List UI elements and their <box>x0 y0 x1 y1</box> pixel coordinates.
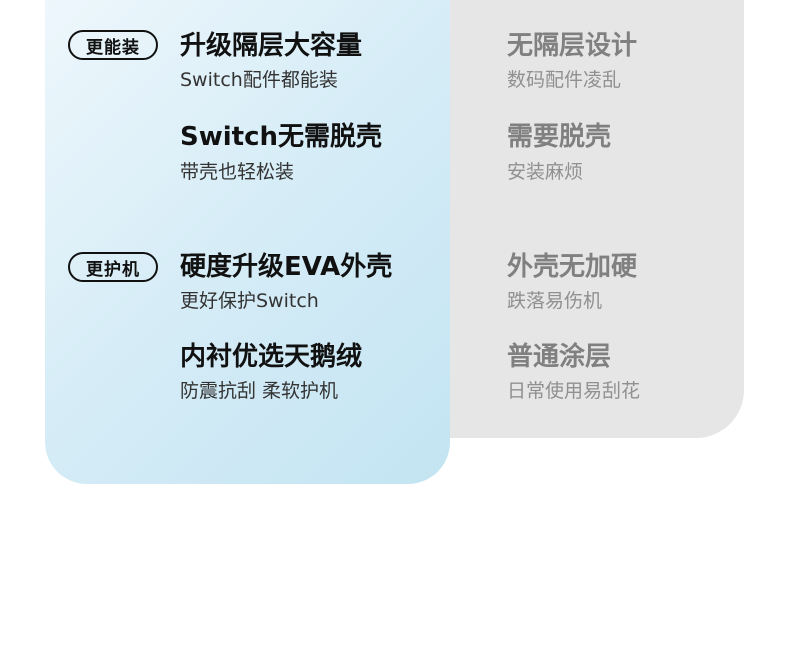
competitor-title: 无隔层设计 <box>507 31 638 61</box>
competitor-title: 普通涂层 <box>507 342 612 372</box>
competitor-subtitle: 安装麻烦 <box>507 161 584 183</box>
product-panel <box>45 0 450 484</box>
feature-title: 内衬优选天鹅绒 <box>180 342 363 372</box>
competitor-subtitle: 数码配件凌乱 <box>507 69 622 91</box>
badge-capacity: 更能装 <box>68 30 158 60</box>
badge-protection: 更护机 <box>68 252 158 282</box>
feature-subtitle: 更好保护Switch <box>180 290 319 312</box>
feature-title: Switch无需脱壳 <box>180 122 383 152</box>
competitor-panel <box>400 0 744 438</box>
feature-subtitle: 防震抗刮 柔软护机 <box>180 380 339 402</box>
competitor-title: 需要脱壳 <box>507 122 612 152</box>
feature-subtitle: 带壳也轻松装 <box>180 161 295 183</box>
competitor-subtitle: 跌落易伤机 <box>507 290 603 312</box>
feature-title: 硬度升级EVA外壳 <box>180 252 393 282</box>
competitor-title: 外壳无加硬 <box>507 252 638 282</box>
feature-title: 升级隔层大容量 <box>180 31 363 61</box>
feature-subtitle: Switch配件都能装 <box>180 69 338 91</box>
competitor-subtitle: 日常使用易刮花 <box>507 380 641 402</box>
